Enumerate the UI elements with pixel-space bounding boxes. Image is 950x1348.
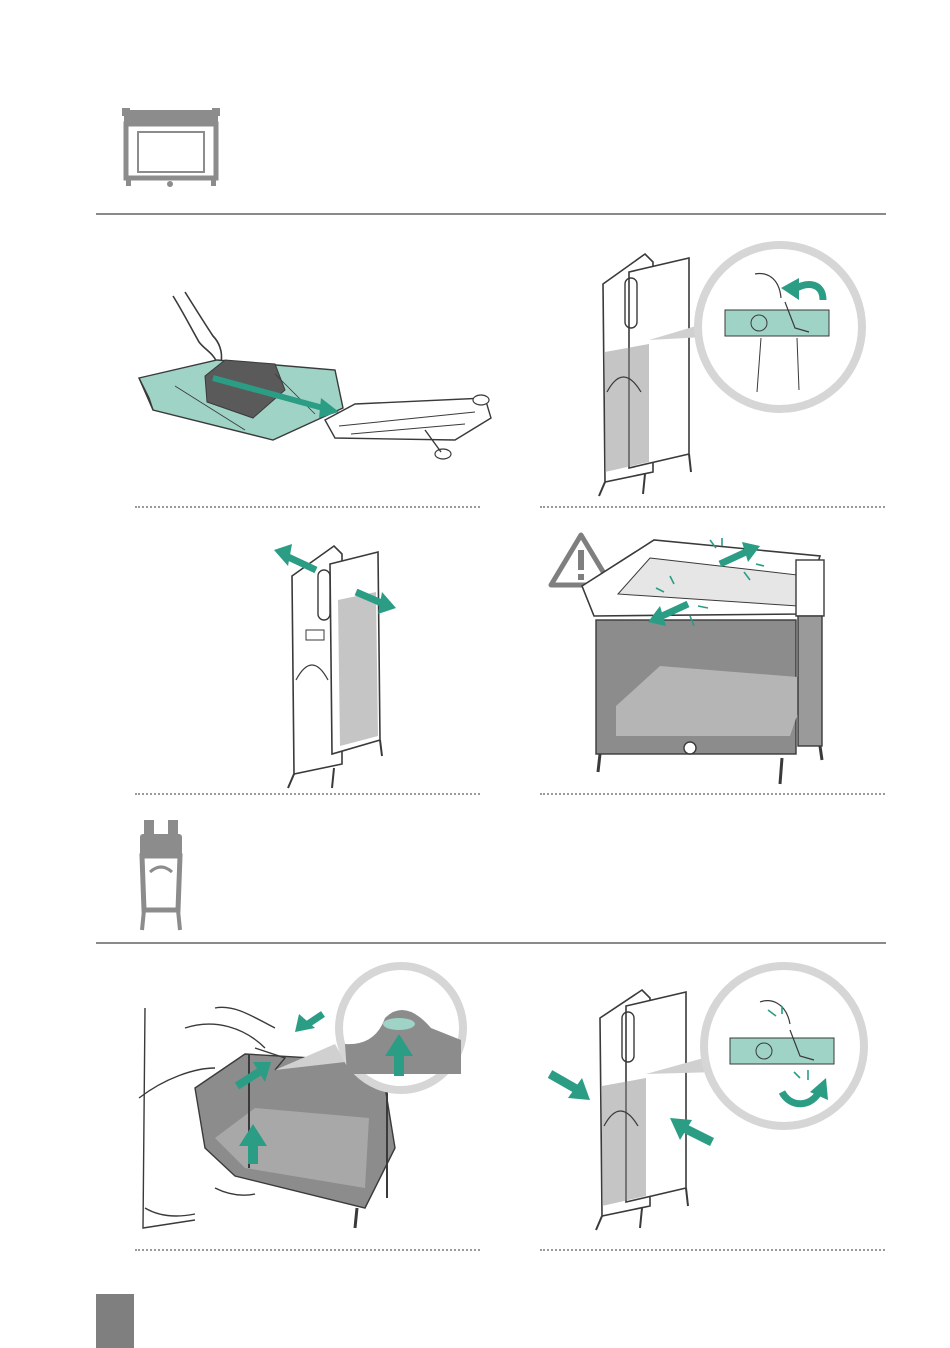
step-4-illustration — [570, 536, 845, 786]
step-2-separator — [540, 506, 885, 508]
step-3-separator — [135, 793, 480, 795]
step-1-separator — [135, 506, 480, 508]
step-6-illustration — [546, 962, 876, 1232]
step-1-illustration — [125, 290, 505, 480]
step-4-separator — [540, 793, 885, 795]
step-5-separator — [135, 1249, 480, 1251]
page-marker — [96, 1294, 134, 1348]
unfolded-cot-icon — [120, 104, 225, 190]
step-3-illustration — [268, 540, 408, 790]
step-6-separator — [540, 1249, 885, 1251]
section-divider — [96, 213, 886, 215]
folded-cot-icon — [136, 818, 186, 934]
section-divider-2 — [96, 942, 886, 944]
step-5-illustration — [135, 958, 475, 1238]
step-2-illustration — [585, 232, 875, 500]
